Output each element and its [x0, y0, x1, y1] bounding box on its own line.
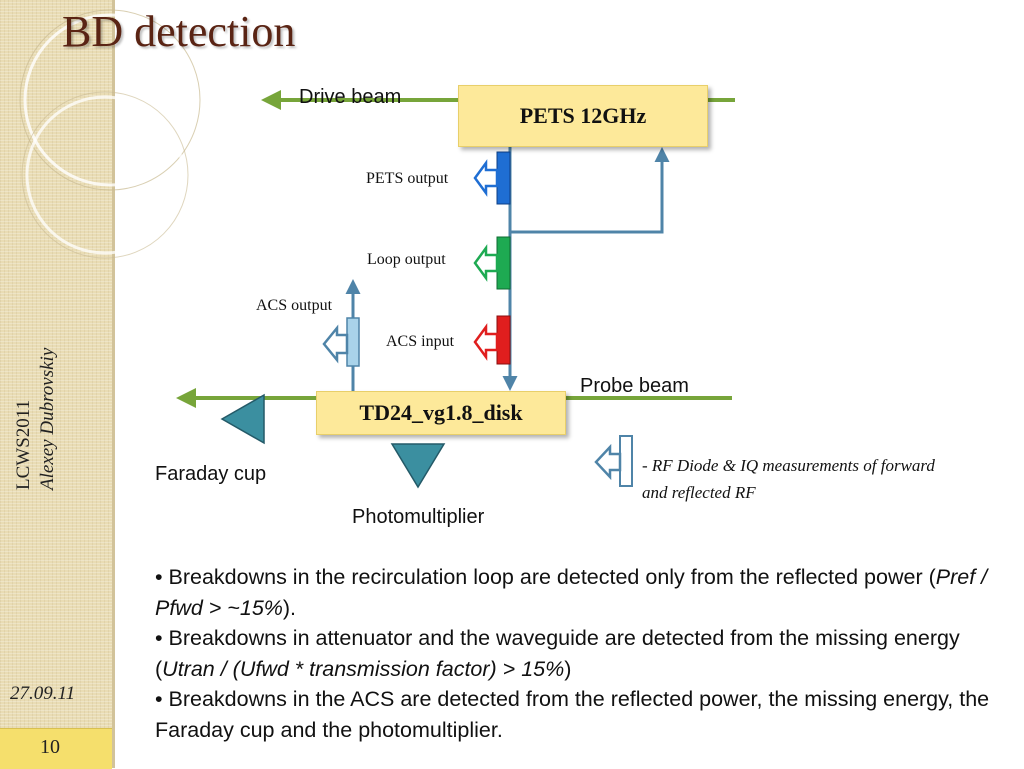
acs-output-label: ACS output	[256, 297, 333, 314]
probe-beam-label: Probe beam	[580, 375, 689, 397]
loop-output-coupler	[473, 236, 511, 290]
recirculation-loop	[510, 147, 670, 234]
page-number: 10	[40, 736, 60, 758]
decorative-circles	[19, 9, 201, 259]
page-number-box	[0, 728, 112, 769]
bullet-list: • Breakdowns in the recirculation loop a…	[155, 562, 1005, 745]
structure-box: TD24_vg1.8_disk	[316, 391, 566, 435]
photomultiplier-label: Photomultiplier	[352, 506, 485, 528]
acs-input-coupler	[473, 315, 511, 365]
photomultiplier-symbol	[390, 443, 446, 489]
legend-note: - RF Diode & IQ measurements of forward …	[642, 456, 935, 502]
bullet-text: • Breakdowns in the recirculation loop a…	[155, 565, 936, 589]
slide-title: BD detection	[62, 7, 296, 56]
acs-input-label: ACS input	[386, 333, 455, 350]
pets-output-label: PETS output	[366, 170, 449, 187]
bullet-item: • Breakdowns in the ACS are detected fro…	[155, 684, 1005, 745]
bullet-text-end: )	[564, 656, 572, 681]
sidebar-edge	[112, 0, 115, 768]
bullet-text: • Breakdowns in attenuator and the waveg…	[155, 626, 960, 681]
bullet-text: • Breakdowns in the ACS are detected fro…	[155, 687, 990, 742]
bullet-text-end: ).	[282, 595, 297, 620]
legend-coupler-symbol	[594, 435, 633, 487]
pets-box: PETS 12GHz	[458, 85, 708, 147]
bullet-formula: Pref / Pfwd > ~15%	[155, 565, 988, 620]
bullet-item: • Breakdowns in the recirculation loop a…	[155, 562, 1005, 623]
slide-date: 27.09.11	[10, 683, 76, 704]
bullet-item: • Breakdowns in attenuator and the waveg…	[155, 623, 1005, 684]
acs-output-coupler	[322, 317, 360, 367]
faraday-cup-symbol	[220, 393, 265, 445]
sidebar-panel	[0, 0, 114, 768]
faraday-cup-label: Faraday cup	[155, 463, 267, 485]
drive-beam-label: Drive beam	[299, 86, 402, 108]
loop-output-label: Loop output	[367, 251, 446, 268]
bullet-formula: Utran / (Ufwd * transmission factor) > 1…	[162, 656, 565, 681]
pets-output-coupler	[473, 151, 511, 205]
